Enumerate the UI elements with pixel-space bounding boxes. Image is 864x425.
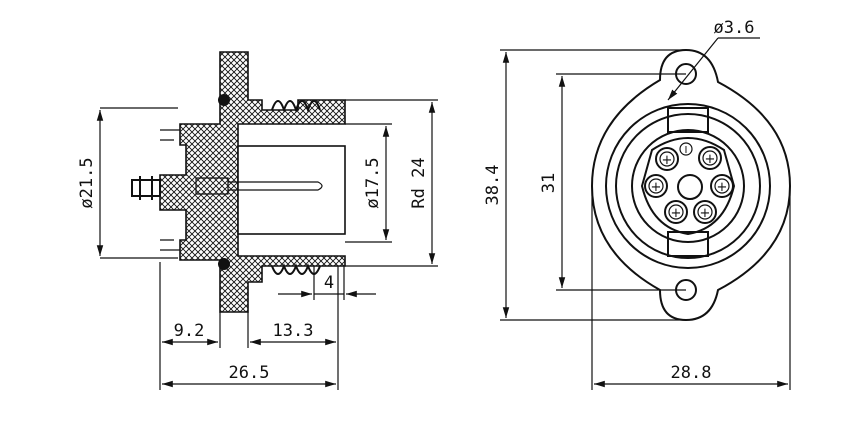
key-slot-bottom — [667, 231, 709, 257]
upper-thread — [271, 100, 321, 114]
dim-len-4: 4 — [324, 273, 334, 293]
pin-6-symbol: + — [700, 206, 711, 221]
key-mark-circle — [679, 142, 693, 156]
dim-dia-21-5: ø21.5 — [77, 157, 97, 208]
flange-section — [159, 51, 346, 313]
dim-len-9-2: 9.2 — [174, 321, 205, 341]
front-view: I + + + + + + — [590, 48, 792, 322]
pin-5: + — [664, 200, 688, 224]
pin-5-symbol: + — [671, 206, 682, 221]
pin-4: + — [710, 174, 734, 198]
pin-2-symbol: + — [705, 152, 716, 167]
inner-ring — [631, 129, 745, 243]
dim-dia-17-5: ø17.5 — [363, 157, 383, 208]
center-hole — [677, 174, 703, 200]
rear-steps — [160, 129, 180, 251]
rear-terminal — [131, 176, 161, 200]
o-ring-bottom — [218, 258, 230, 270]
key-slot-top — [667, 107, 709, 133]
pin-6: + — [693, 200, 717, 224]
side-dimensions: ø21.5 ø17.5 Rd 24 4 9.2 13.3 26.5 — [77, 99, 438, 390]
pin-3-symbol: + — [651, 180, 662, 195]
dim-len-26-5: 26.5 — [229, 363, 270, 383]
o-ring-top — [218, 94, 230, 106]
outer-ring — [605, 103, 771, 269]
dim-hole-spacing: 31 — [539, 173, 559, 193]
lower-thread — [271, 263, 321, 275]
dim-rd-24: Rd 24 — [409, 157, 429, 208]
pin-3: + — [644, 174, 668, 198]
contact-pin — [195, 177, 323, 195]
pin-1-symbol: + — [662, 153, 673, 168]
pin-insert-outline — [640, 137, 736, 236]
dim-len-13-3: 13.3 — [273, 321, 314, 341]
front-dimensions: ø3.6 38.4 31 28.8 — [483, 18, 791, 390]
side-section-view — [131, 51, 346, 313]
pin-1: + — [655, 147, 679, 171]
pin-4-symbol: + — [717, 180, 728, 195]
middle-ring — [615, 113, 761, 259]
dim-width: 28.8 — [671, 363, 712, 383]
pin-2: + — [698, 146, 722, 170]
dim-hole-dia: ø3.6 — [714, 18, 755, 38]
dim-height: 38.4 — [483, 165, 503, 206]
key-mark: I — [685, 145, 688, 156]
